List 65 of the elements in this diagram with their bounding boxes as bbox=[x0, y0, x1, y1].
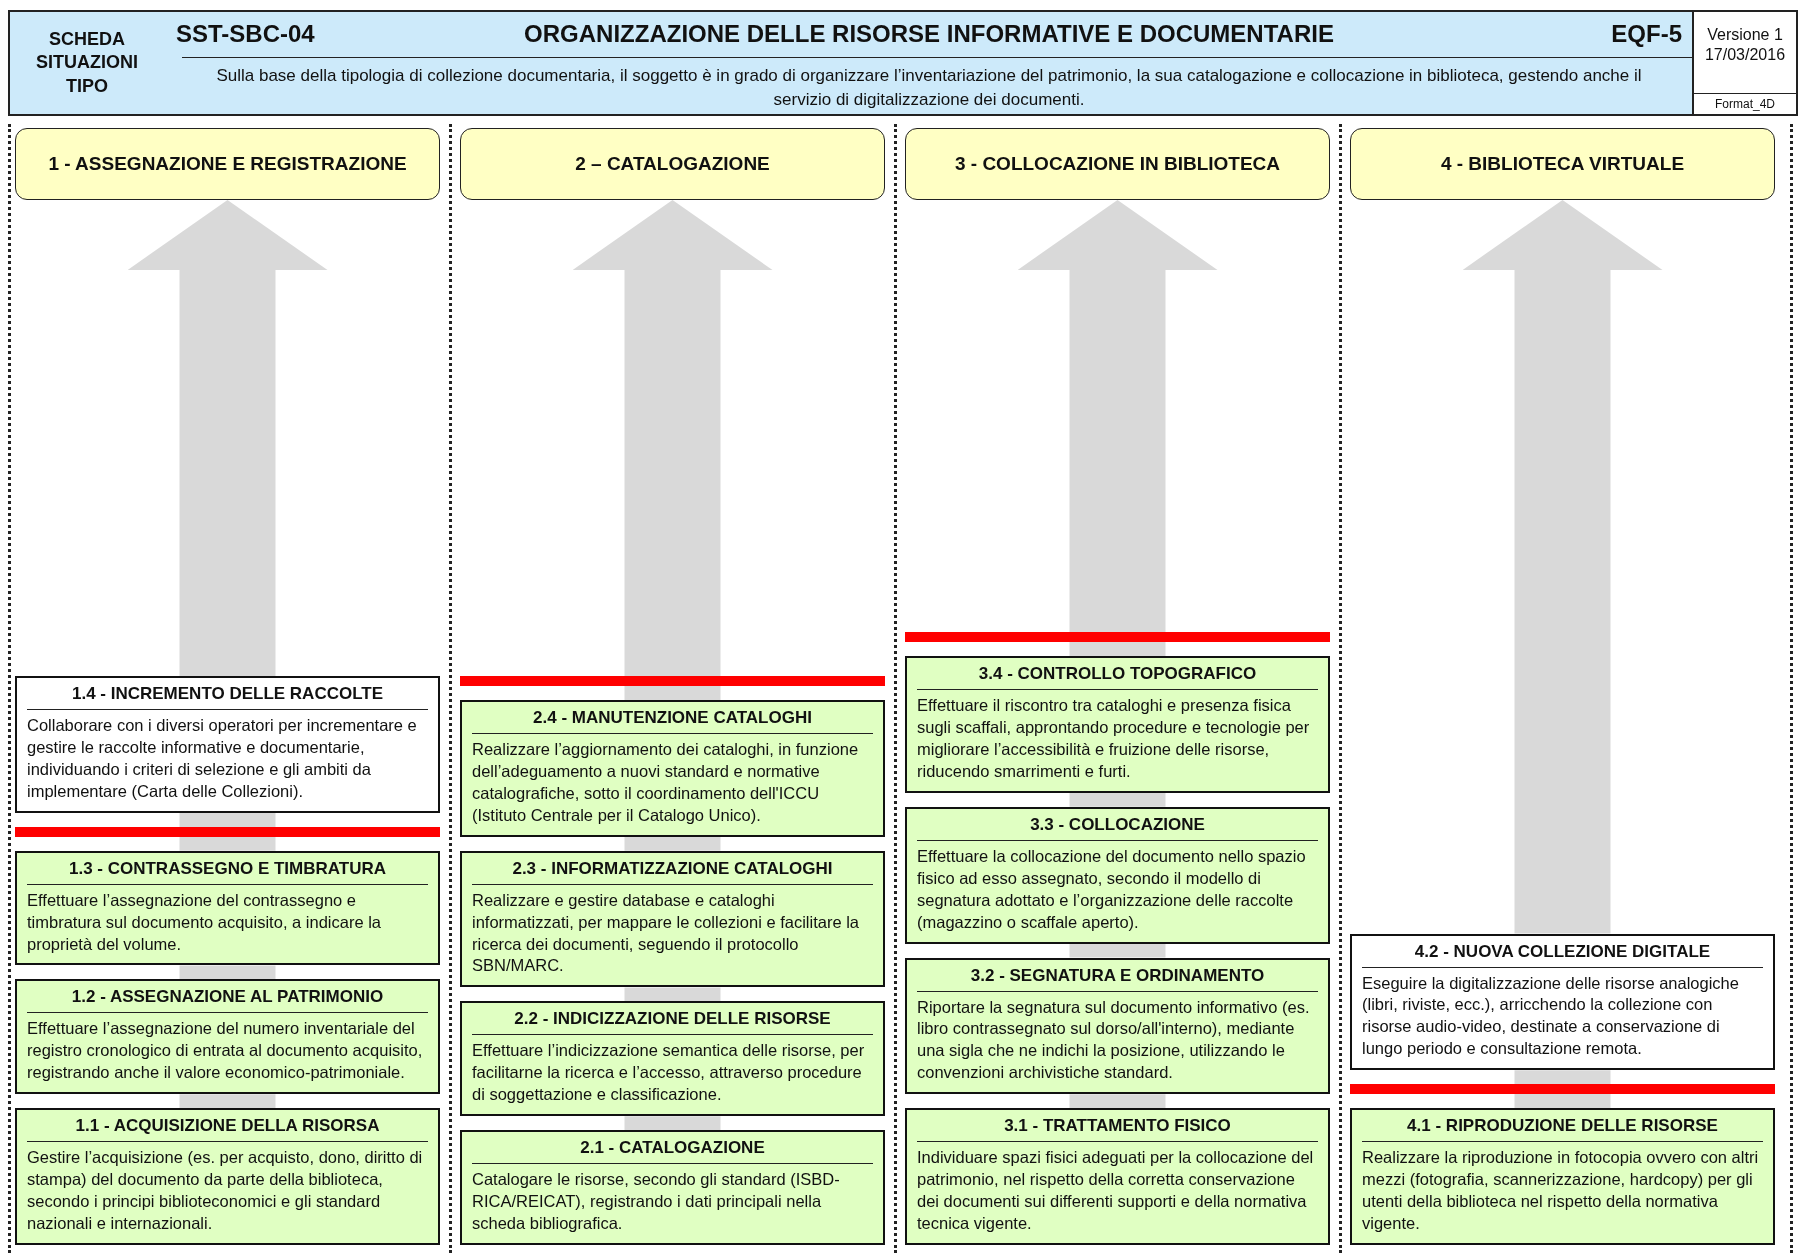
step-box bbox=[905, 957, 1330, 1095]
step-title: 2.2 - INDICIZZAZIONE DELLE RISORSE bbox=[472, 1009, 873, 1036]
description-text: Sulla base della tipologia di collezione documentaria, il soggetto è in grado di organizzare l’inventariazione del patrimonio, la sua catalogazione e collocazione in biblioteca, gestendo anche il servizio di digitalizzazione dei documenti. bbox=[215, 65, 1643, 111]
step-box bbox=[905, 656, 1330, 793]
step-box bbox=[460, 850, 885, 988]
step-description: Effettuare la collocazione del documento nello spazio fisico ad esso assegnato, secondo il modello di segnatura adottato e l’organizzazione delle raccolte (magazzino o scaffale aperto). bbox=[917, 845, 1307, 933]
step-box bbox=[15, 675, 440, 813]
step-description: Effettuare l’assegnazione del numero inventariale del registro cronologico di entrata al documento acquisito, registrando anche il valore economico-patrimoniale. bbox=[27, 1018, 424, 1084]
step-title: 2.3 - INFORMATIZZAZIONE CATALOGHI bbox=[472, 858, 873, 885]
step-description: Collaborare con i diversi operatori per incrementare e gestire le raccolte informative e documentarie, individuando i criteri di selezione e gli ambiti da implementare (Carta delle Collezioni). bbox=[27, 714, 418, 802]
step-box bbox=[460, 699, 885, 837]
step-description: Effettuare il riscontro tra cataloghi e presenza fisica sugli scaffali, approntando procedure e tecnologie per migliorare l’accessibilità e fruizione delle risorse, riducendo smarrimenti e furti. bbox=[917, 695, 1311, 782]
step-title: 4.2 - NUOVA COLLEZIONE DIGITALE bbox=[1362, 941, 1763, 968]
step-title: 2.1 - CATALOGAZIONE bbox=[472, 1138, 873, 1165]
step-description: Realizzare e gestire database e cataloghi informatizzati, per mappare le collezioni e facilitare la ricerca dei documenti, seguendo il protocollo SBN/MARC. bbox=[472, 889, 860, 977]
step-box bbox=[905, 1108, 1330, 1245]
step-description: Catalogare le risorse, secondo gli standard (ISBD-RICA/REICAT), registrando i dati principali nella scheda bibliografica. bbox=[472, 1169, 841, 1235]
phase-title: 2 – CATALOGAZIONE bbox=[575, 153, 770, 175]
step-box bbox=[15, 979, 440, 1095]
step-box bbox=[460, 1130, 885, 1245]
step-description: Riportare la segnatura sul documento informativo (es. libro contrassegnato sul dorso/all'interno), mediante una sigla che ne indichi la posizione, utilizzando le convenzioni archivistiche standard. bbox=[917, 996, 1311, 1084]
step-description: Realizzare la riproduzione in fotocopia ovvero con altri mezzi (fotografia, scannerizzazione, hardcopy) per gli utenti della biblioteca nel rispetto della normativa vigente. bbox=[1362, 1147, 1760, 1235]
progress-arrow bbox=[127, 200, 328, 676]
step-title: 1.1 - ACQUISIZIONE DELLA RISORSA bbox=[27, 1116, 428, 1143]
step-box bbox=[460, 1001, 885, 1117]
phase-header bbox=[905, 128, 1330, 200]
step-description: Effettuare l’assegnazione del contrassegno e timbratura sul documento acquisito, a indicare la proprietà del volume. bbox=[27, 889, 383, 955]
step-box bbox=[1350, 933, 1775, 1071]
step-title: 4.1 - RIPRODUZIONE DELLE RISORSE bbox=[1362, 1116, 1763, 1143]
step-box bbox=[1350, 1108, 1775, 1245]
phase-title: 3 - COLLOCAZIONE IN BIBLIOTECA bbox=[954, 153, 1281, 175]
step-box bbox=[905, 806, 1330, 944]
step-title: 1.3 - CONTRASSEGNO E TIMBRATURA bbox=[27, 858, 428, 885]
step-description: Realizzare l’aggiornamento dei cataloghi, in funzione dell’adeguamento a nuovi standard e normative catalografiche, sotto il coordinamento dell'ICCU (Istituto Centrale per il Catalogo Unico). bbox=[472, 738, 860, 826]
step-title: 1.2 - ASSEGNAZIONE AL PATRIMONIO bbox=[27, 987, 428, 1014]
form-type-label: SCHEDA SITUAZIONI TIPO bbox=[35, 27, 139, 98]
version-cell bbox=[1692, 10, 1798, 116]
phase-title: 1 - ASSEGNAZIONE E REGISTRAZIONE bbox=[48, 153, 407, 175]
step-description: Individuare spazi fisici adeguati per la collocazione del patrimonio, nel rispetto della corretta conservazione dei documenti sui differenti supporti e della normativa tecnica vigente. bbox=[917, 1147, 1315, 1235]
step-title: 2.4 - MANUTENZIONE CATALOGHI bbox=[472, 707, 873, 734]
title-text: ORGANIZZAZIONE DELLE RISORSE INFORMATIVE E DOCUMENTARIE bbox=[523, 20, 1335, 48]
date-label: 17/03/2016 bbox=[1703, 46, 1787, 64]
form-type-cell bbox=[8, 10, 166, 116]
step-title: 3.4 - CONTROLLO TOPOGRAFICO bbox=[917, 664, 1318, 690]
step-box bbox=[15, 850, 440, 966]
progress-arrow bbox=[1462, 200, 1663, 934]
step-description: Gestire l’acquisizione (es. per acquisto, dono, diritto di stampa) del documento da parte della biblioteca, secondo i principi biblioteconomici e gli standard nazionali e internazionali. bbox=[27, 1147, 424, 1235]
step-title: 3.1 - TRATTAMENTO FISICO bbox=[917, 1116, 1318, 1143]
format-label: Format_4D bbox=[1694, 93, 1796, 114]
phase-header bbox=[460, 128, 885, 200]
step-title: 1.4 - INCREMENTO DELLE RACCOLTE bbox=[27, 683, 428, 710]
progress-arrow bbox=[1017, 200, 1218, 656]
step-description: Eseguire la digitalizzazione delle risorse analogiche (libri, riviste, ecc.), arricchendo la collezione con risorse audio-video, destinate a conservazione di lungo periodo e consultazione remota. bbox=[1362, 972, 1740, 1060]
progress-arrow bbox=[572, 200, 773, 700]
step-title: 3.2 - SEGNATURA E ORDINAMENTO bbox=[917, 965, 1318, 992]
version-label: Versione 1 bbox=[1706, 26, 1784, 44]
step-description: Effettuare l’indicizzazione semantica delle risorse, per facilitarne la ricerca e l’accesso, attraverso procedure di soggettazione e classificazione. bbox=[472, 1040, 866, 1106]
title-cell bbox=[164, 10, 1694, 116]
level-code: EQF-5 bbox=[1611, 20, 1682, 48]
step-title: 3.3 - COLLOCAZIONE bbox=[917, 814, 1318, 841]
phase-header bbox=[15, 128, 440, 200]
phase-title: 4 - BIBLIOTECA VIRTUALE bbox=[1440, 153, 1685, 175]
step-box bbox=[15, 1108, 440, 1245]
phase-header bbox=[1350, 128, 1775, 200]
form-code: SST-SBC-04 bbox=[176, 20, 315, 48]
